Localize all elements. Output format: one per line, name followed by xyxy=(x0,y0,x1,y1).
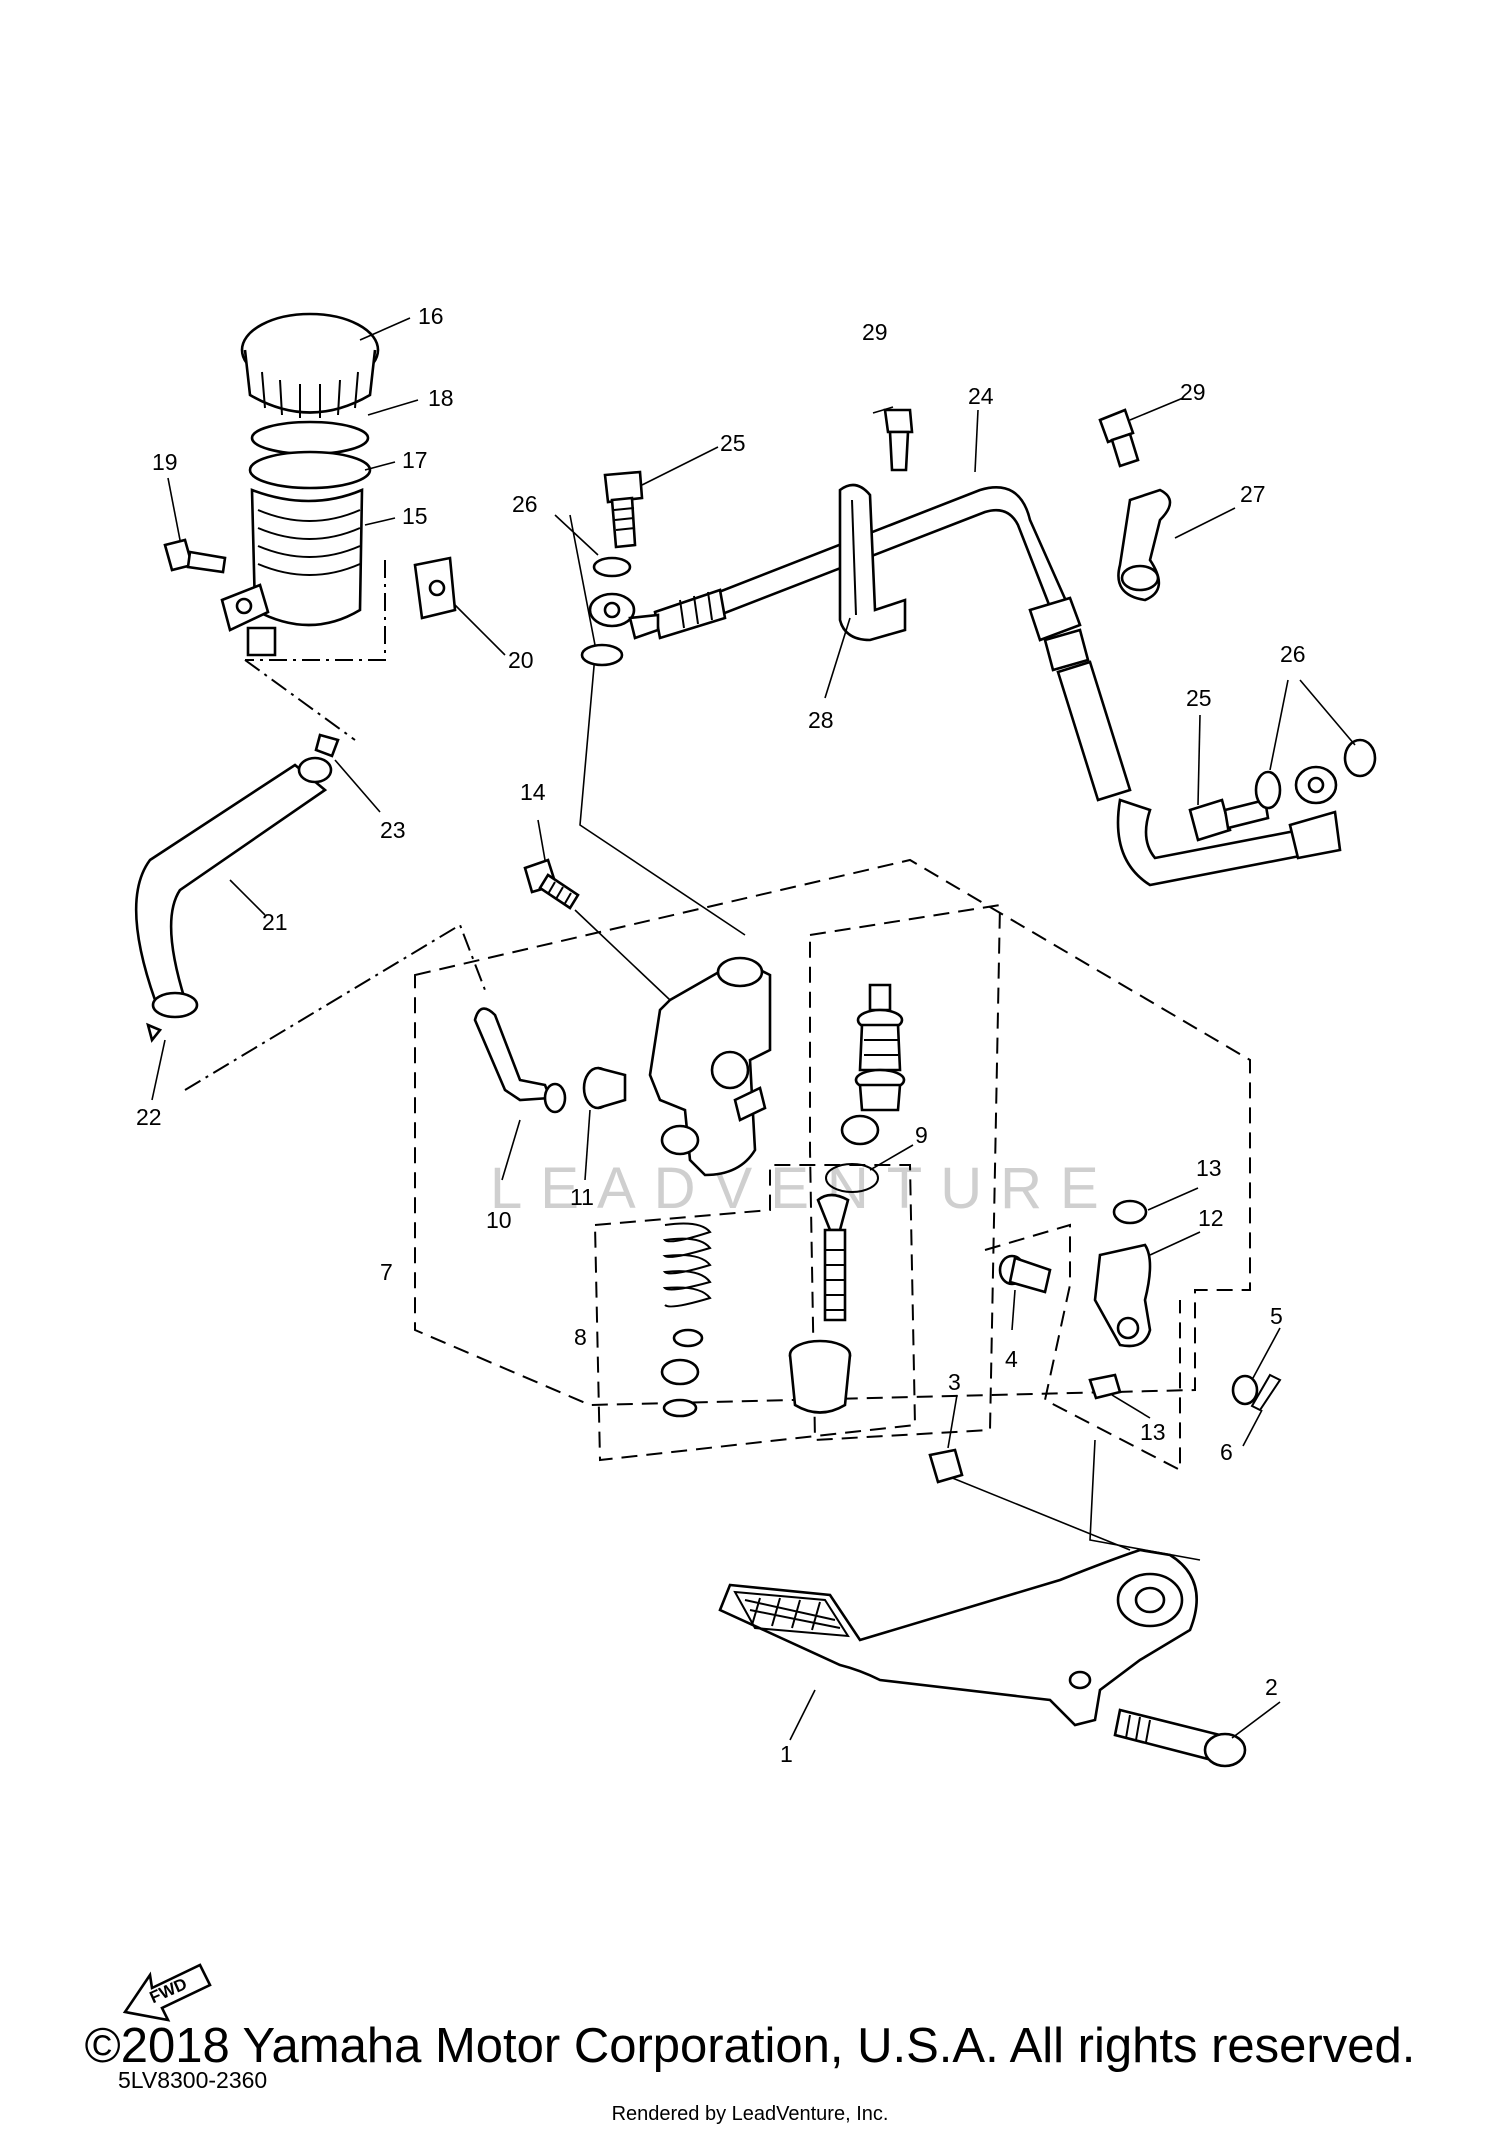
copyright-notice: ©2018 Yamaha Motor Corporation, U.S.A. A… xyxy=(84,2019,1416,2073)
bracket-group-outline xyxy=(984,1223,1181,1472)
callout-13-lower: 13 xyxy=(1140,1419,1166,1445)
callout-11: 11 xyxy=(570,1184,594,1210)
hose-guide-28 xyxy=(838,483,907,642)
callout-4: 4 xyxy=(1005,1346,1018,1372)
union-bolt-25-lower xyxy=(1188,798,1270,842)
clip-20 xyxy=(413,556,457,620)
callout-17: 17 xyxy=(402,447,428,473)
washer-26-upper-a xyxy=(592,556,632,578)
callout-26-upper: 26 xyxy=(512,491,538,517)
callout-25-lower: 25 xyxy=(1186,685,1212,711)
pipe-10 xyxy=(473,1007,567,1114)
callout-12: 12 xyxy=(1198,1205,1224,1231)
callout-3: 3 xyxy=(948,1369,961,1395)
nut-3 xyxy=(928,1448,964,1484)
washer-26-upper-b xyxy=(580,643,624,667)
callout-1: 1 xyxy=(780,1741,793,1767)
guide-reservoir-hose xyxy=(244,659,356,741)
assembly-8-outline xyxy=(593,1164,917,1462)
fwd-arrow: FWD xyxy=(122,1963,212,2022)
guide-12-to-pedal xyxy=(1089,1439,1201,1561)
watermark: LEADVENTURE xyxy=(490,1156,1117,1221)
callout-18: 18 xyxy=(428,385,454,411)
callout-21: 21 xyxy=(262,909,288,935)
washer-26-lower-a xyxy=(1254,770,1282,810)
callout-14: 14 xyxy=(520,779,546,805)
assembly-7-outline xyxy=(414,858,1251,1407)
master-cylinder-body xyxy=(648,956,772,1177)
callout-9: 9 xyxy=(915,1122,928,1148)
reservoir-hose-21 xyxy=(134,733,340,1043)
boot-upper xyxy=(840,1114,880,1146)
callout-8: 8 xyxy=(574,1324,587,1350)
bolt-19 xyxy=(163,538,227,574)
union-bolt-25-upper xyxy=(603,470,644,549)
callout-20: 20 xyxy=(508,647,534,673)
callout-5: 5 xyxy=(1270,1303,1283,1329)
nut-13-upper xyxy=(1112,1199,1148,1225)
washer-5 xyxy=(1231,1374,1259,1406)
bolt-29-left xyxy=(883,408,914,472)
hose-clamp-27 xyxy=(1117,488,1172,602)
callout-26-lower: 26 xyxy=(1280,641,1306,667)
hose-lower-guide xyxy=(184,923,486,1091)
callout-6: 6 xyxy=(1220,1439,1233,1465)
bolt-29-right xyxy=(1098,408,1140,468)
callout-10: 10 xyxy=(486,1207,512,1233)
guide-26-to-cylinder xyxy=(579,654,746,936)
callout-22: 22 xyxy=(136,1104,162,1130)
guide-14-to-cylinder xyxy=(574,909,671,1001)
callout-28: 28 xyxy=(808,707,834,733)
pushrod-assembly xyxy=(816,1193,850,1322)
brake-pedal-1 xyxy=(718,1548,1198,1727)
callout-13-upper: 13 xyxy=(1196,1155,1222,1181)
spring-8 xyxy=(660,1222,712,1418)
circlip-9 xyxy=(825,1163,879,1193)
diagram-code: 5LV8300-2360 xyxy=(118,2067,267,2093)
reservoir-hose-guide xyxy=(245,560,386,661)
grommet-11 xyxy=(582,1066,627,1110)
boot-8 xyxy=(788,1339,852,1414)
rendered-by-credit: Rendered by LeadVenture, Inc. xyxy=(611,2103,889,2125)
clevis-12 xyxy=(1093,1243,1152,1348)
callout-19: 19 xyxy=(152,449,178,475)
callout-2: 2 xyxy=(1265,1674,1278,1700)
callout-16: 16 xyxy=(418,303,444,329)
brake-hose-24 xyxy=(588,486,1342,887)
callout-leaders xyxy=(151,317,1356,1741)
callout-29-left: 29 xyxy=(862,319,888,345)
shaft-2 xyxy=(1113,1708,1247,1768)
callout-24: 24 xyxy=(968,383,994,409)
pin-4 xyxy=(998,1254,1052,1294)
assembly-8-inner-outline xyxy=(809,903,1002,1442)
nut-13-lower xyxy=(1088,1373,1122,1400)
callout-25-upper: 25 xyxy=(720,430,746,456)
callout-23: 23 xyxy=(380,817,406,843)
piston-assembly-upper xyxy=(854,983,906,1112)
washer-26-lower-b xyxy=(1343,738,1377,778)
reservoir-assembly xyxy=(220,312,380,657)
bolt-14 xyxy=(523,858,580,910)
cotter-pin-6 xyxy=(1250,1373,1282,1412)
guide-3-to-pedal xyxy=(944,1474,1131,1551)
callout-29-right: 29 xyxy=(1180,379,1206,405)
callout-15: 15 xyxy=(402,503,428,529)
callout-27: 27 xyxy=(1240,481,1266,507)
callout-7: 7 xyxy=(380,1259,393,1285)
